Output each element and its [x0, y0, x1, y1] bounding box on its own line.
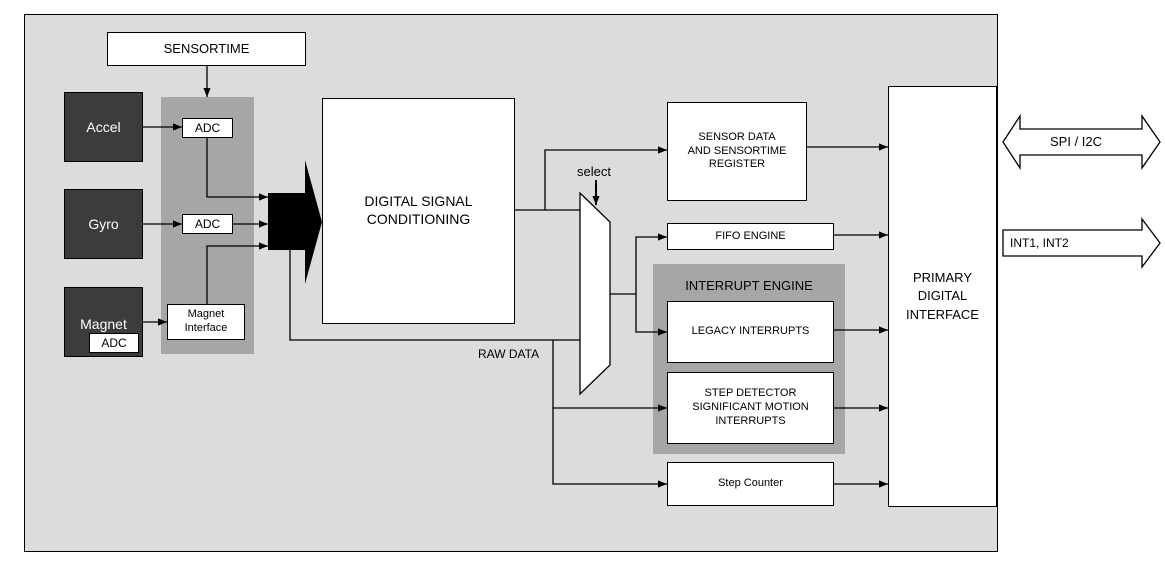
sdr-line2: AND SENSORTIME	[687, 144, 787, 157]
legacy-interrupts-box: LEGACY INTERRUPTS	[667, 301, 834, 363]
wire-raw-counter	[552, 340, 667, 488]
int-pins-label: INT1, INT2	[1010, 236, 1069, 250]
fifo-engine-label: FIFO ENGINE	[715, 229, 786, 242]
pdi-line3: INTERFACE	[906, 306, 979, 322]
multiplexer	[579, 191, 611, 396]
magnet-interface-box: Magnet Interface	[167, 304, 245, 340]
magnet-adc-box: ADC	[89, 333, 139, 353]
sensortime-label: SENSORTIME	[163, 40, 250, 56]
dsc-line2: CONDITIONING	[366, 210, 471, 227]
magnet-interface-line1: Magnet	[187, 308, 225, 321]
bus-arrow	[268, 160, 322, 284]
step-detector-box: STEP DETECTOR SIGNIFICANT MOTION INTERRU…	[667, 372, 834, 444]
step-detector-line1: STEP DETECTOR	[704, 387, 797, 400]
spi-i2c-label: SPI / I2C	[1050, 134, 1103, 149]
interrupt-engine-label: INTERRUPT ENGINE	[685, 278, 813, 293]
step-counter-label: Step Counter	[718, 477, 783, 490]
step-detector-line3: INTERRUPTS	[715, 414, 786, 427]
pdi-line2: DIGITAL	[917, 288, 968, 304]
accel-adc-label: ADC	[194, 120, 221, 135]
gyro-adc-label: ADC	[194, 216, 221, 231]
wire-raw-data	[289, 250, 580, 341]
sdr-line3: REGISTER	[708, 158, 766, 171]
digital-signal-conditioning-box: DIGITAL SIGNAL CONDITIONING	[322, 98, 515, 324]
wire-mux-legacy	[635, 294, 667, 336]
magnet-label: Magnet	[80, 316, 127, 332]
sdr-line1: SENSOR DATA	[698, 130, 776, 143]
wire-dsc-register	[515, 146, 667, 211]
step-detector-line2: SIGNIFICANT MOTION	[692, 401, 809, 414]
step-counter-box: Step Counter	[667, 462, 834, 506]
dsc-line1: DIGITAL SIGNAL	[364, 193, 473, 209]
sensor-data-register-box: SENSOR DATA AND SENSORTIME REGISTER	[667, 102, 807, 201]
accel-sensor: Accel	[64, 92, 143, 162]
magnet-adc-label: ADC	[101, 335, 127, 350]
fifo-engine-box: FIFO ENGINE	[667, 223, 834, 250]
gyro-label: Gyro	[88, 216, 119, 232]
magnet-interface-line2: Interface	[184, 322, 228, 334]
primary-digital-interface-box: PRIMARY DIGITAL INTERFACE	[888, 86, 997, 507]
sensortime-box: SENSORTIME	[107, 32, 306, 66]
gyro-adc-box: ADC	[182, 214, 233, 234]
wire-mux-fifo	[610, 233, 667, 295]
raw-data-label: RAW DATA	[478, 347, 540, 361]
spi-i2c-arrow	[1002, 113, 1161, 171]
wire-magnet-out	[206, 242, 268, 304]
gyro-sensor: Gyro	[64, 189, 143, 259]
wire-accel-adc-out	[206, 138, 268, 201]
legacy-interrupts-label: LEGACY INTERRUPTS	[691, 325, 810, 338]
accel-label: Accel	[86, 119, 121, 135]
pdi-line1: PRIMARY	[913, 270, 972, 286]
int-arrow	[1002, 217, 1161, 269]
select-label: select	[577, 164, 611, 179]
accel-adc-box: ADC	[182, 118, 233, 138]
